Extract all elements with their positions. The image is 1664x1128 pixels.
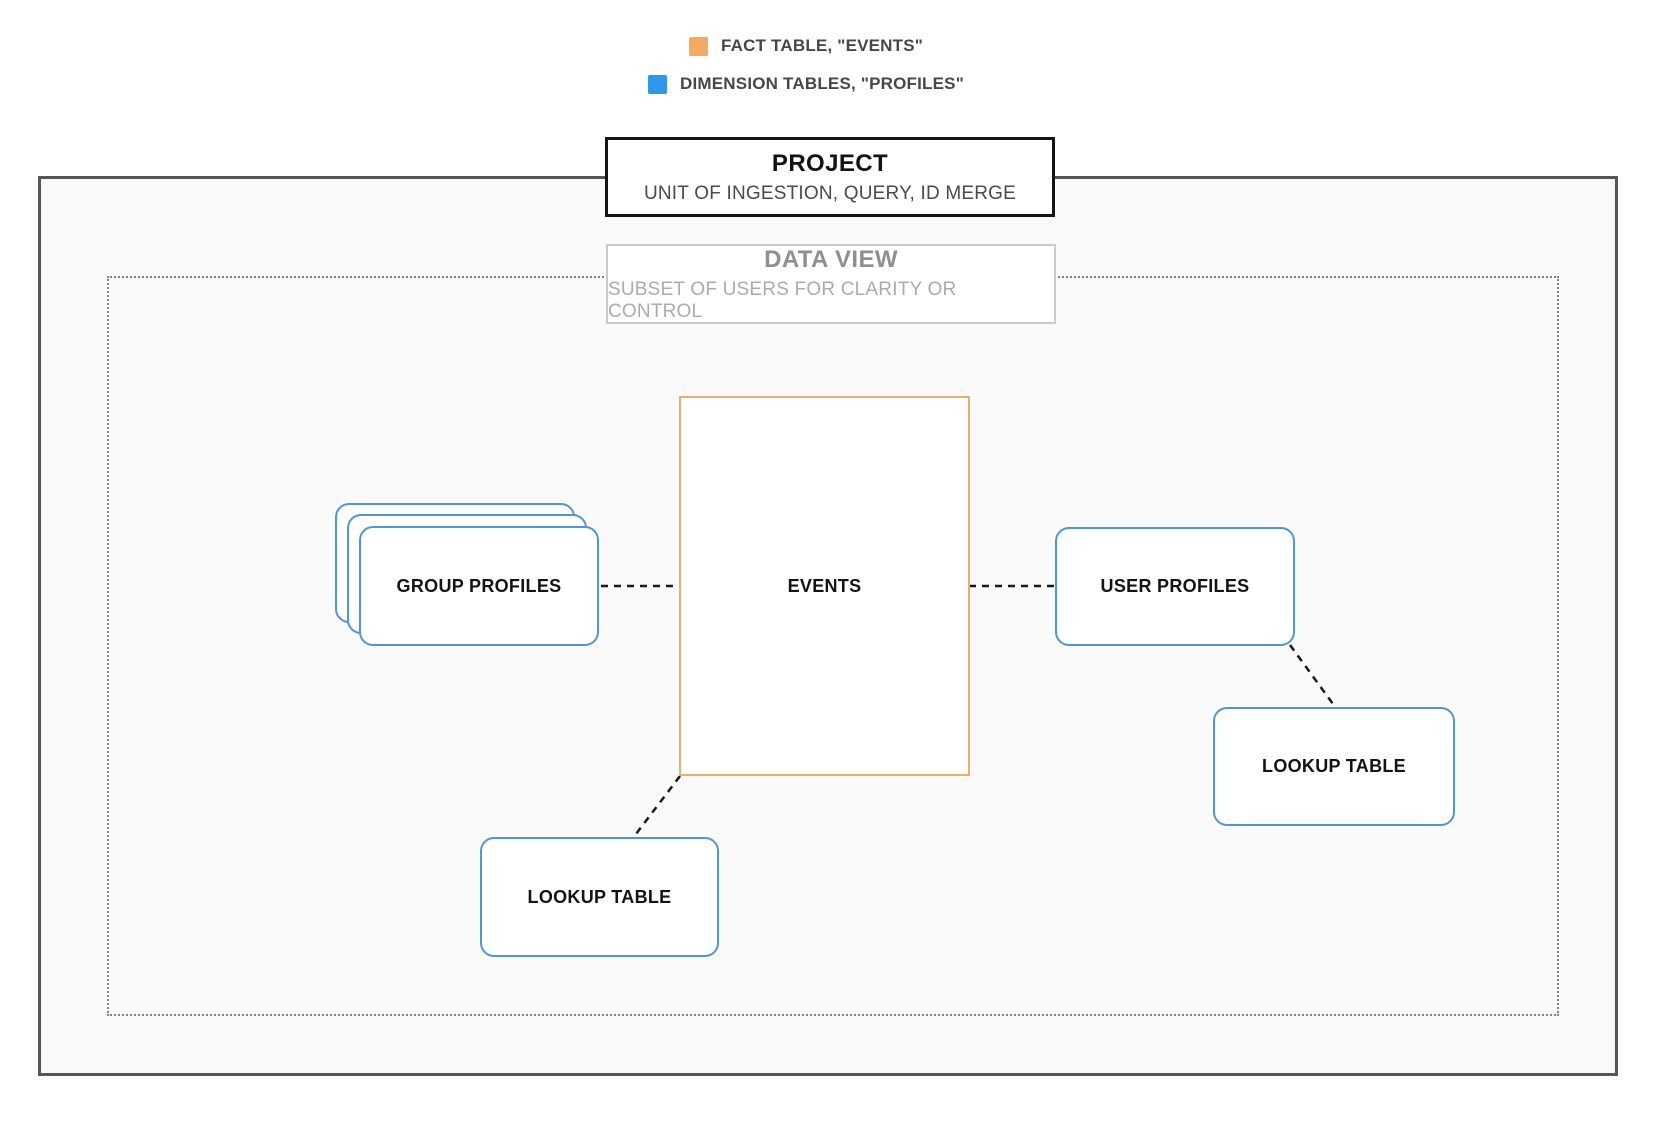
events-node: EVENTS — [679, 396, 970, 776]
data-view-subtitle: SUBSET OF USERS FOR CLARITY OR CONTROL — [608, 278, 957, 322]
lookup-table-bottom-node-label: LOOKUP TABLE — [527, 886, 672, 907]
project-label-box: PROJECT UNIT OF INGESTION, QUERY, ID MER… — [605, 137, 1055, 217]
lookup-table-bottom-node: LOOKUP TABLE — [480, 837, 719, 957]
data-view-title: DATA VIEW — [764, 245, 898, 273]
dimension-tables-color-swatch-icon — [648, 74, 667, 94]
group-profiles-node: GROUP PROFILES — [359, 526, 599, 646]
data-view-label-box: DATA VIEW SUBSET OF USERS FOR CLARITY OR… — [606, 244, 1056, 324]
project-title: PROJECT — [771, 149, 889, 177]
events-node-label: EVENTS — [787, 575, 862, 596]
user-profiles-node-label: USER PROFILES — [1100, 576, 1250, 596]
legend-item-label: DIMENSION TABLES, "PROFILES" — [680, 74, 964, 93]
legend-item-fact-table: FACT TABLE, "EVENTS" — [688, 36, 924, 56]
group-profiles-node-label: GROUP PROFILES — [396, 575, 562, 596]
legend-item-label: FACT TABLE, "EVENTS" — [720, 36, 924, 55]
project-subtitle: UNIT OF INGESTION, QUERY, ID MERGE — [643, 182, 1017, 204]
user-profiles-node: USER PROFILES — [1055, 527, 1295, 646]
legend-item-dimension-tables: DIMENSION TABLES, "PROFILES" — [648, 74, 964, 94]
fact-table-color-swatch-icon — [688, 36, 708, 56]
lookup-table-right-node: LOOKUP TABLE — [1213, 707, 1455, 826]
lookup-table-right-node-label: LOOKUP TABLE — [1262, 756, 1406, 776]
legend: FACT TABLE, "EVENTS" DIMENSION TABLES, "… — [0, 36, 1612, 94]
